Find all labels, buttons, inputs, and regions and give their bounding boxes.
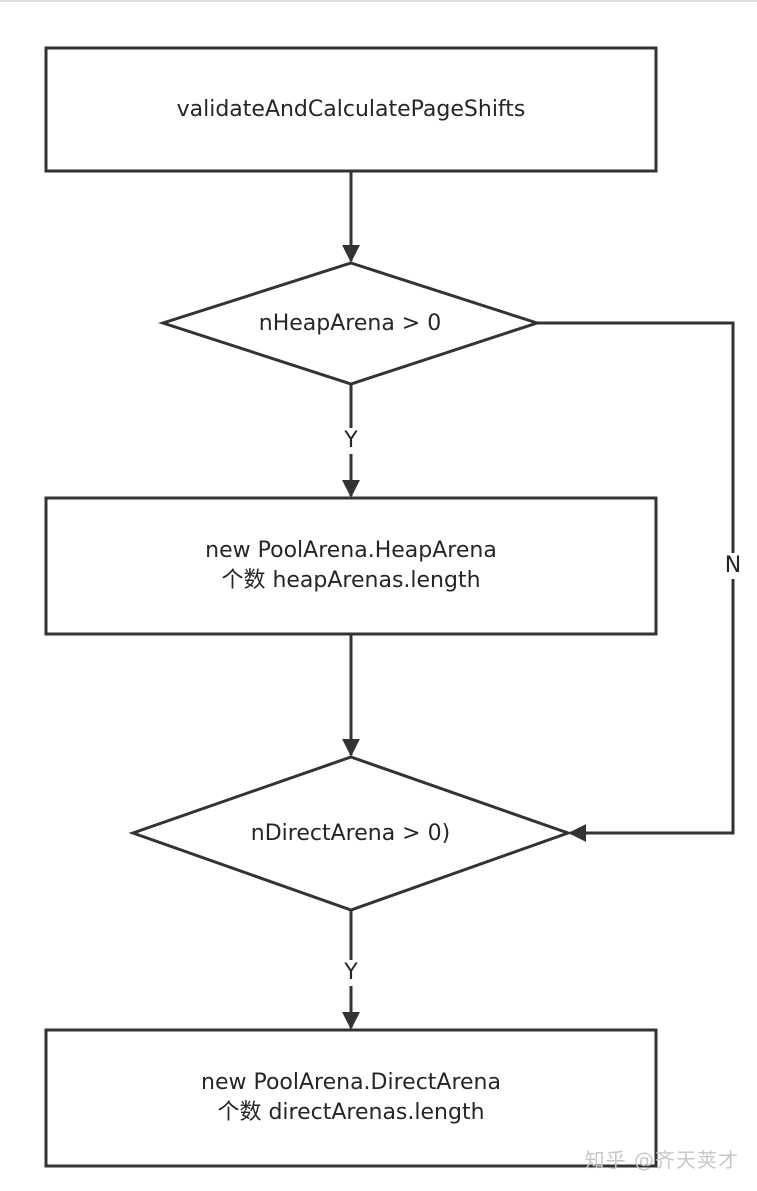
heap-create-line1: new PoolArena.HeapArena: [205, 538, 497, 563]
direct-create-line1: new PoolArena.DirectArena: [201, 1070, 501, 1095]
start-node-text: validateAndCalculatePageShifts: [176, 96, 526, 122]
direct-create-label: new PoolArena.DirectArena 个数 directArena…: [46, 1030, 656, 1166]
heap-create-line2: 个数 heapArenas.length: [221, 568, 481, 593]
direct-check-label: nDirectArena > 0): [133, 757, 568, 910]
heap-create-label: new PoolArena.HeapArena 个数 heapArenas.le…: [46, 498, 656, 634]
direct-yes-label: Y: [338, 960, 364, 986]
heap-check-text: nHeapArena > 0: [258, 310, 442, 336]
heap-create-process-box: [44, 496, 658, 636]
heap-no-label: N: [720, 553, 746, 579]
heap-check-label: nHeapArena > 0: [163, 263, 537, 384]
direct-create-line2: 个数 directArenas.length: [217, 1100, 485, 1125]
direct-check-text: nDirectArena > 0): [250, 820, 451, 846]
watermark: 知乎 @齐天荚才: [584, 1148, 739, 1172]
start-node-label: validateAndCalculatePageShifts: [46, 48, 656, 171]
heap-yes-label: Y: [338, 428, 364, 454]
direct-create-process-box: [44, 1028, 658, 1168]
